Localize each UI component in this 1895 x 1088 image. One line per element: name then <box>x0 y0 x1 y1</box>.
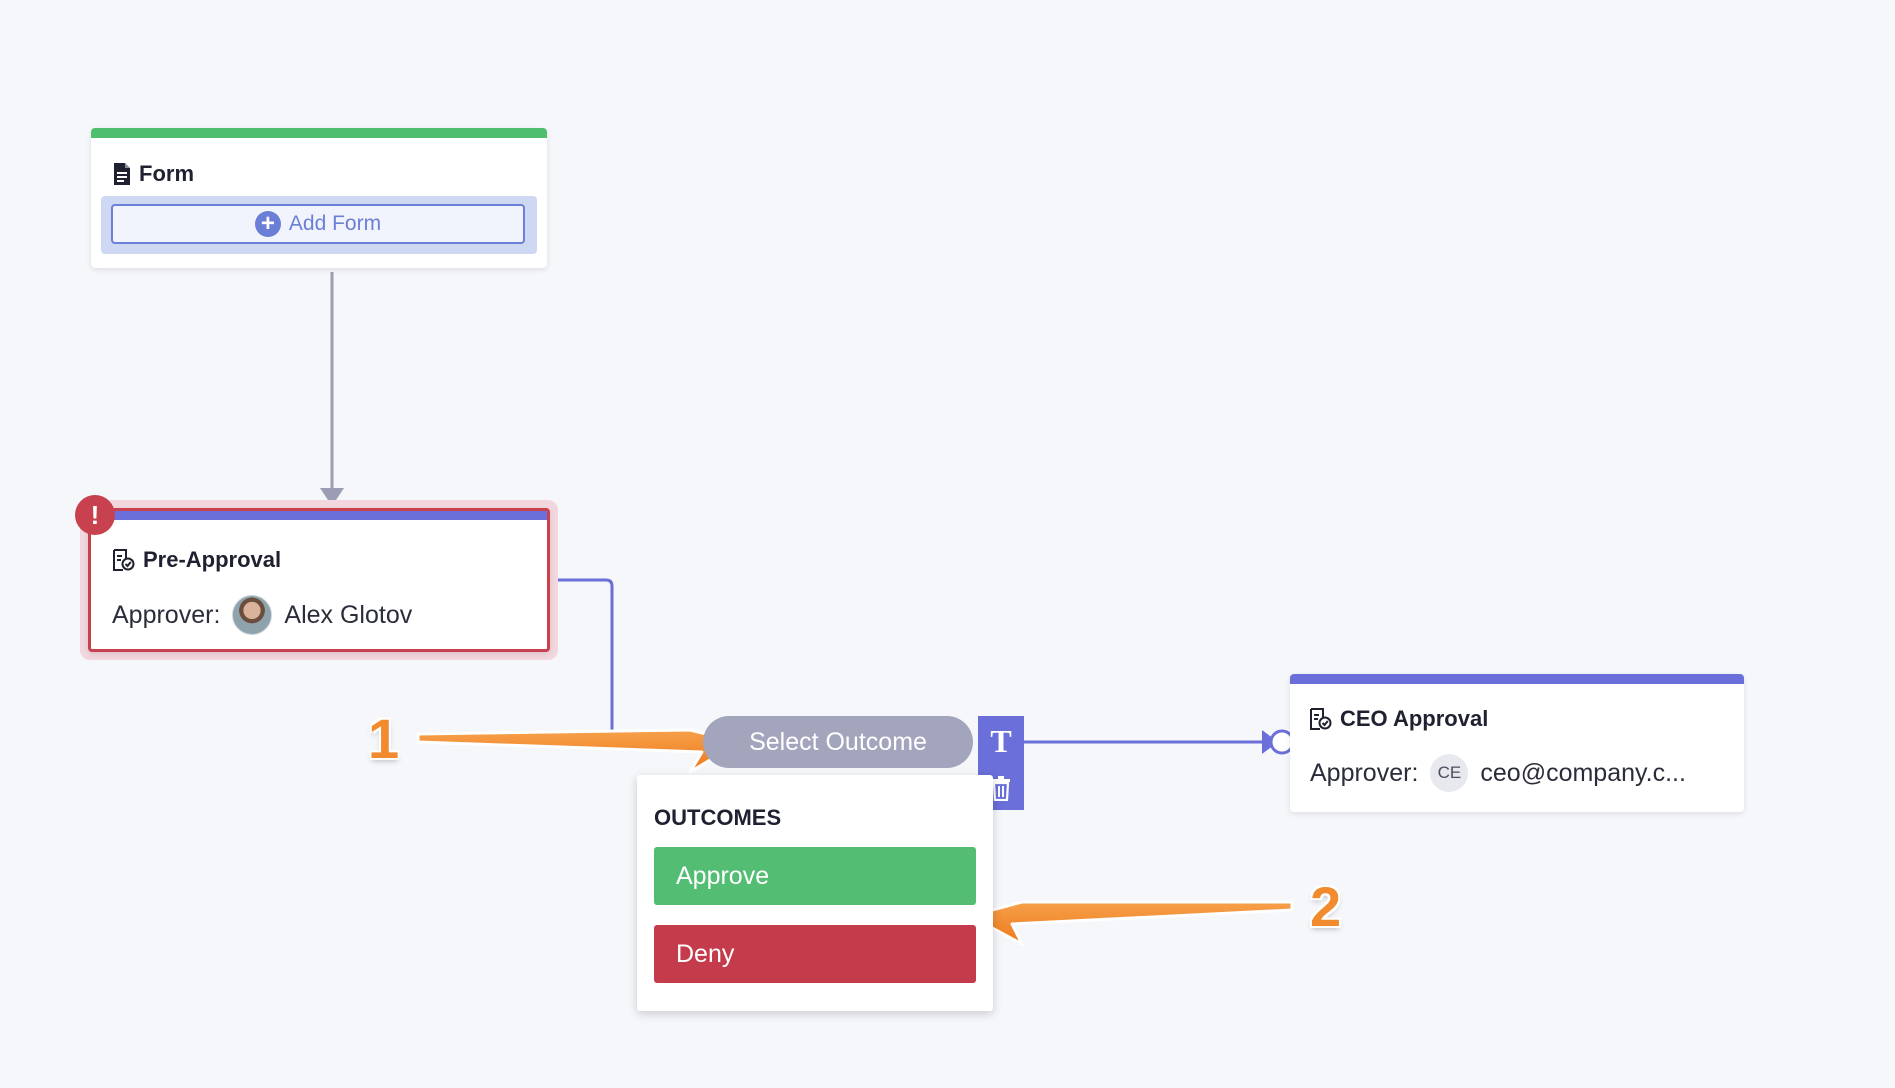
trash-icon[interactable] <box>990 775 1012 801</box>
ceo-approval-node[interactable]: CEO Approval Approver: CE ceo@company.c.… <box>1290 674 1744 812</box>
ceo-approval-accent-bar <box>1290 674 1744 684</box>
callout-number-1: 1 <box>368 707 400 770</box>
outcome-to-ceo-arrowhead <box>1262 730 1278 754</box>
add-form-label: Add Form <box>288 212 382 235</box>
ceo-approval-title: CEO Approval <box>1340 706 1489 731</box>
approver-label: Approver: <box>112 600 221 629</box>
text-tool-icon[interactable]: T <box>990 723 1012 759</box>
add-form-button[interactable]: + Add Form <box>111 204 525 244</box>
pre-approval-approver-row: Approver: Alex Glotov <box>112 595 412 635</box>
callout-arrow-2 <box>968 900 1294 946</box>
approver-email: ceo@company.c... <box>1480 758 1686 787</box>
deny-outcome-button[interactable]: Deny <box>654 925 976 983</box>
pre-approval-title: Pre-Approval <box>143 547 282 572</box>
pre-approval-accent-bar <box>91 511 547 520</box>
approval-check-icon <box>1310 708 1332 730</box>
outcomes-heading: OUTCOMES <box>654 805 782 830</box>
callout-arrow-1 <box>416 728 742 774</box>
avatar: CE <box>1430 754 1469 792</box>
ceo-approver-row: Approver: CE ceo@company.c... <box>1310 754 1686 792</box>
avatar <box>232 595 273 635</box>
form-node-title: Form <box>139 161 194 186</box>
approver-label: Approver: <box>1310 758 1419 787</box>
plus-circle-icon: + <box>254 211 281 237</box>
callout-number-2: 2 <box>1310 875 1342 938</box>
approver-name: Alex Glotov <box>284 600 413 629</box>
form-node-accent-bar <box>91 128 547 138</box>
form-node[interactable]: Form + Add Form <box>91 128 547 268</box>
approve-outcome-button[interactable]: Approve <box>654 847 976 905</box>
error-badge-icon[interactable]: ! <box>75 495 115 535</box>
pre-approval-header: Pre-Approval <box>111 547 281 573</box>
document-icon <box>114 163 130 185</box>
ceo-approval-header: CEO Approval <box>1308 706 1488 732</box>
preapproval-to-outcome-line <box>553 578 704 742</box>
pre-approval-node[interactable]: Pre-Approval Approver: Alex Glotov <box>88 508 550 652</box>
approval-check-icon <box>113 549 135 571</box>
form-node-header: Form <box>113 161 194 187</box>
outcomes-dropdown: OUTCOMES Approve Deny <box>637 775 993 1011</box>
select-outcome-button[interactable]: Select Outcome <box>703 716 973 768</box>
add-form-container: + Add Form <box>101 196 537 254</box>
